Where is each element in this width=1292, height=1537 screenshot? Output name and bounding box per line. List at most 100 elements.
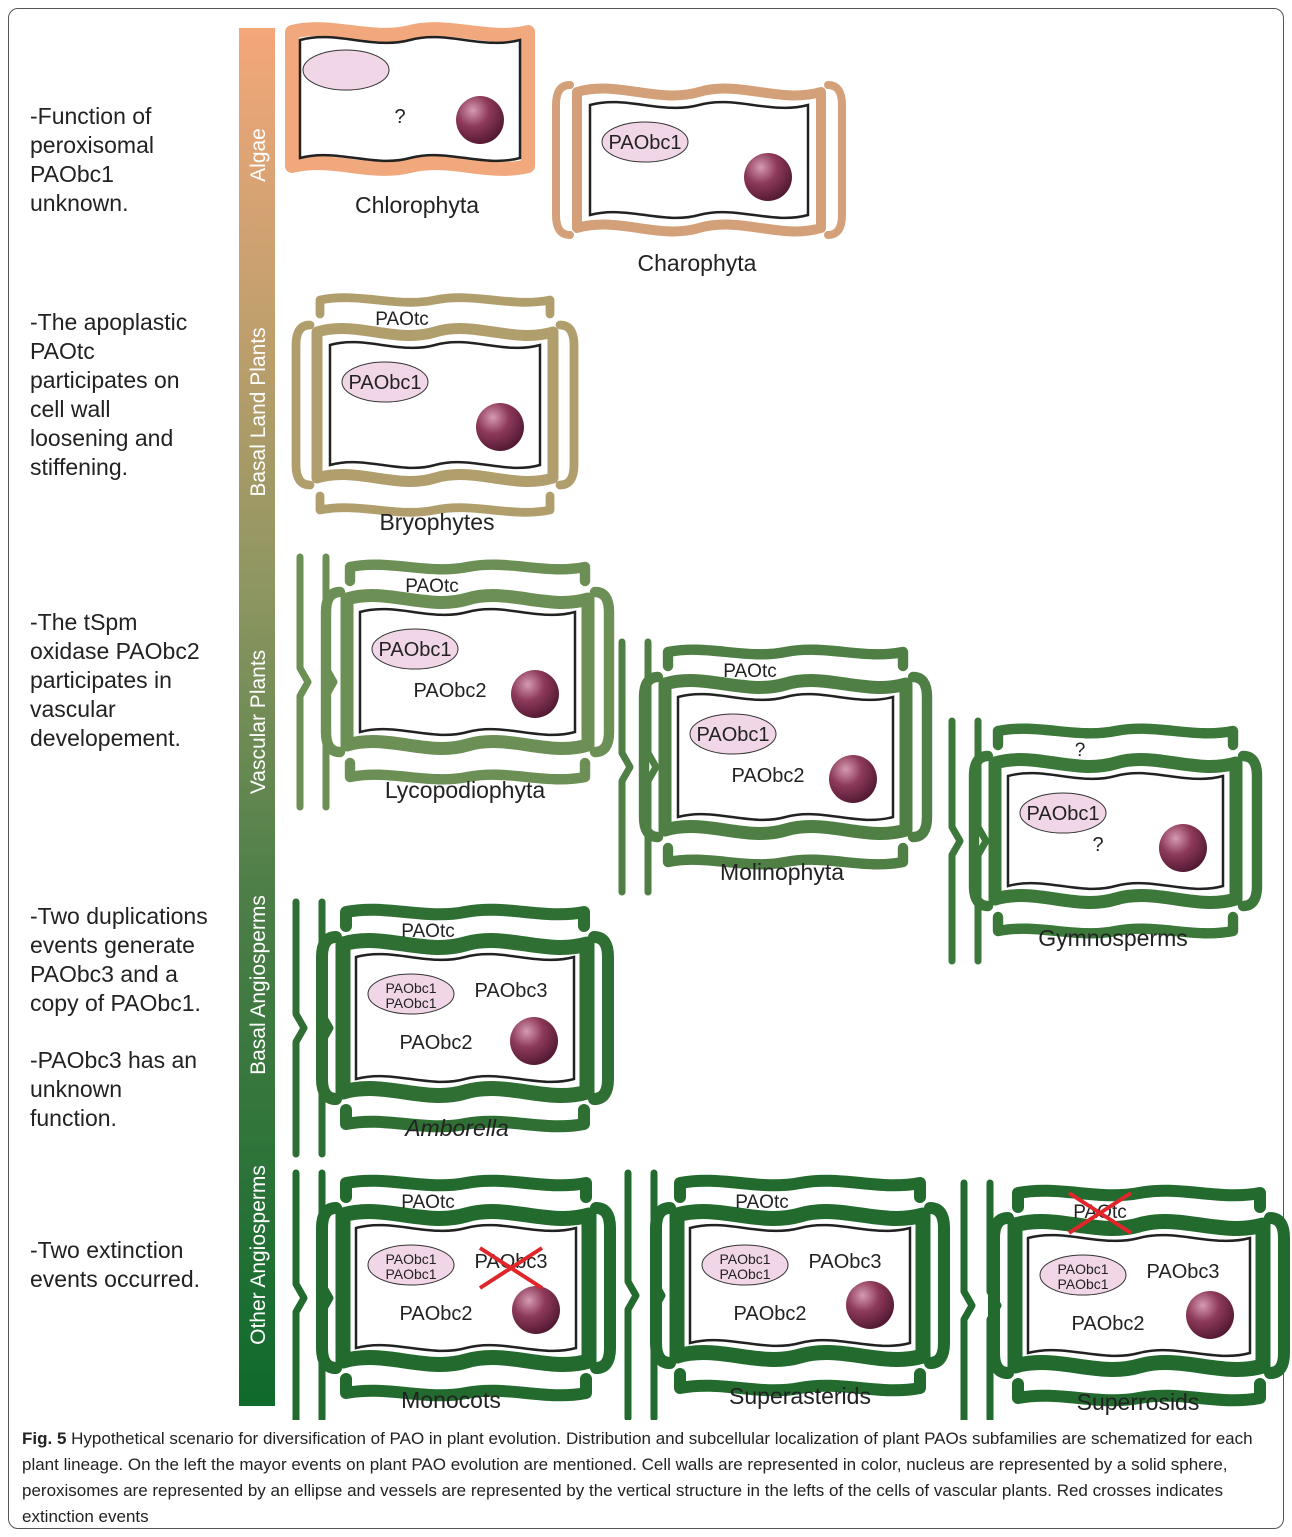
vessel-strand <box>948 717 964 965</box>
cell-wall <box>335 1204 597 1372</box>
cell-wall-bottom <box>674 1368 926 1397</box>
cell-wall-bottom <box>344 757 591 785</box>
peroxisome <box>1039 1254 1127 1296</box>
peroxisome <box>689 713 777 755</box>
cell-wall-top <box>992 723 1239 751</box>
cell-wall-right <box>824 81 846 239</box>
cell-wall-left <box>291 320 315 490</box>
peroxisome-label: PAObc1 <box>379 639 452 661</box>
cell-wall <box>335 933 595 1103</box>
event-text-basal-land: -The apoplastic PAOtc participates on ce… <box>30 309 188 480</box>
lineage-label-basal-land-plants: Basal Land Plants <box>247 327 270 496</box>
nucleus <box>512 1286 560 1334</box>
peroxisome <box>371 628 459 670</box>
peroxisome <box>341 361 429 403</box>
cell-wall-bottom <box>662 842 909 870</box>
vessel-strand <box>960 1179 976 1420</box>
cell-wall <box>1007 1214 1271 1377</box>
peroxisome <box>1019 792 1107 834</box>
caption-label: Fig. 5 <box>22 1429 67 1448</box>
apoplastic-protein-label: PAOtc <box>735 1192 789 1213</box>
vessel-strand <box>296 553 312 811</box>
cell-wall-left <box>552 81 574 239</box>
cytosolic-protein-label: PAObc2 <box>734 1303 807 1325</box>
cell-wall-left <box>988 1212 1014 1379</box>
cytosolic-protein-label: ? <box>394 106 405 128</box>
cell-wall <box>285 22 535 176</box>
lineage-name: Bryophytes <box>379 509 494 535</box>
peroxisome <box>601 121 689 163</box>
cross-stroke <box>478 1246 544 1290</box>
figure-caption: Fig. 5 Hypothetical scenario for diversi… <box>22 1426 1272 1530</box>
cell-wall-top <box>340 1174 592 1203</box>
peroxisome-label: PAObc1 <box>719 1266 770 1282</box>
cell-wall-left <box>320 586 346 758</box>
peroxisome-label: PAObc1 <box>385 980 436 996</box>
cytosolic-protein-label: PAObc3 <box>475 980 548 1002</box>
lineage-name: Molinophyta <box>720 859 844 885</box>
cell-wall-top <box>315 293 555 319</box>
cytosolic-protein-label: PAObc3 <box>1147 1261 1220 1283</box>
cell-wall-right <box>907 671 933 843</box>
cytosolic-protein-label: PAObc3 <box>809 1251 882 1273</box>
vessel-strand <box>618 638 634 896</box>
cytosolic-protein-label: PAObc2 <box>732 765 805 787</box>
cell-wall-bottom <box>340 1373 592 1402</box>
nucleus <box>1186 1291 1234 1339</box>
peroxisome-label: PAObc1 <box>1057 1276 1108 1292</box>
figure-frame <box>8 8 1284 1529</box>
lineage-label-algae: Algae <box>247 128 270 182</box>
cell-wall-left <box>316 1202 342 1374</box>
cell-wall-bottom <box>340 1104 590 1133</box>
apoplastic-protein-label: PAOtc <box>405 576 459 597</box>
nucleus <box>744 153 792 201</box>
cell-wall-left <box>650 1202 676 1369</box>
event-text-pabc3-unknown: -PAObc3 has an unknown function. <box>30 1047 198 1131</box>
cell-wall-top <box>340 903 590 932</box>
cytosolic-protein-label: PAObc2 <box>400 1303 473 1325</box>
event-text-algae: -Function of peroxisomal PAObc1 unknown. <box>30 103 154 216</box>
cell-wall-right <box>590 1202 616 1374</box>
lineage-label-basal-angiosperms: Basal Angiosperms <box>247 895 270 1075</box>
cytosolic-protein-label: PAObc2 <box>400 1032 473 1054</box>
cell-wall-top <box>674 1174 926 1203</box>
cell-wall-bottom <box>992 911 1239 939</box>
apoplastic-protein-label: PAOtc <box>375 309 429 330</box>
extinction-cross-paotc <box>1067 1191 1133 1235</box>
cell-wall-right <box>589 586 615 758</box>
plant-pao-diagram: Algae Basal Land Plants Vascular Plants … <box>239 22 1290 1420</box>
lineage-name: Amborella <box>403 1115 509 1141</box>
peroxisome-label: PAObc1 <box>609 132 682 154</box>
lineage-label-vascular-plants: Vascular Plants <box>247 650 270 794</box>
cell-wall-right <box>588 931 614 1105</box>
extinction-cross-pao-bc3 <box>478 1246 544 1290</box>
peroxisome-label: PAObc1 <box>697 724 770 746</box>
vessel-strand <box>292 898 308 1158</box>
lineage-name: Gymnosperms <box>1038 925 1188 951</box>
peroxisome-label: PAObc1 <box>385 1266 436 1282</box>
cell-superrosids: PAObc1PAObc1PAObc3PAObc2PAOtcSuperrosids <box>960 1179 1290 1420</box>
cell-wall <box>988 753 1243 909</box>
cell-wall <box>669 1204 931 1367</box>
nucleus <box>829 755 877 803</box>
nucleus <box>511 670 559 718</box>
cell-wall-top <box>344 559 591 587</box>
peroxisome <box>701 1244 789 1286</box>
peroxisome-label: PAObc1 <box>719 1251 770 1267</box>
cell-wall-right <box>1264 1212 1290 1379</box>
vessel-strand <box>292 1169 308 1420</box>
nucleus <box>476 403 524 451</box>
cell-wall-bottom <box>315 491 555 517</box>
cell-wall-right <box>1237 750 1263 912</box>
cell-wall-top <box>662 644 909 672</box>
peroxisome-label: PAObc1 <box>1027 803 1100 825</box>
peroxisome <box>367 973 455 1015</box>
event-text-extinctions: -Two extinction events occurred. <box>30 1237 201 1292</box>
cross-stroke <box>1067 1191 1133 1235</box>
cell-wall-top <box>1012 1184 1266 1213</box>
